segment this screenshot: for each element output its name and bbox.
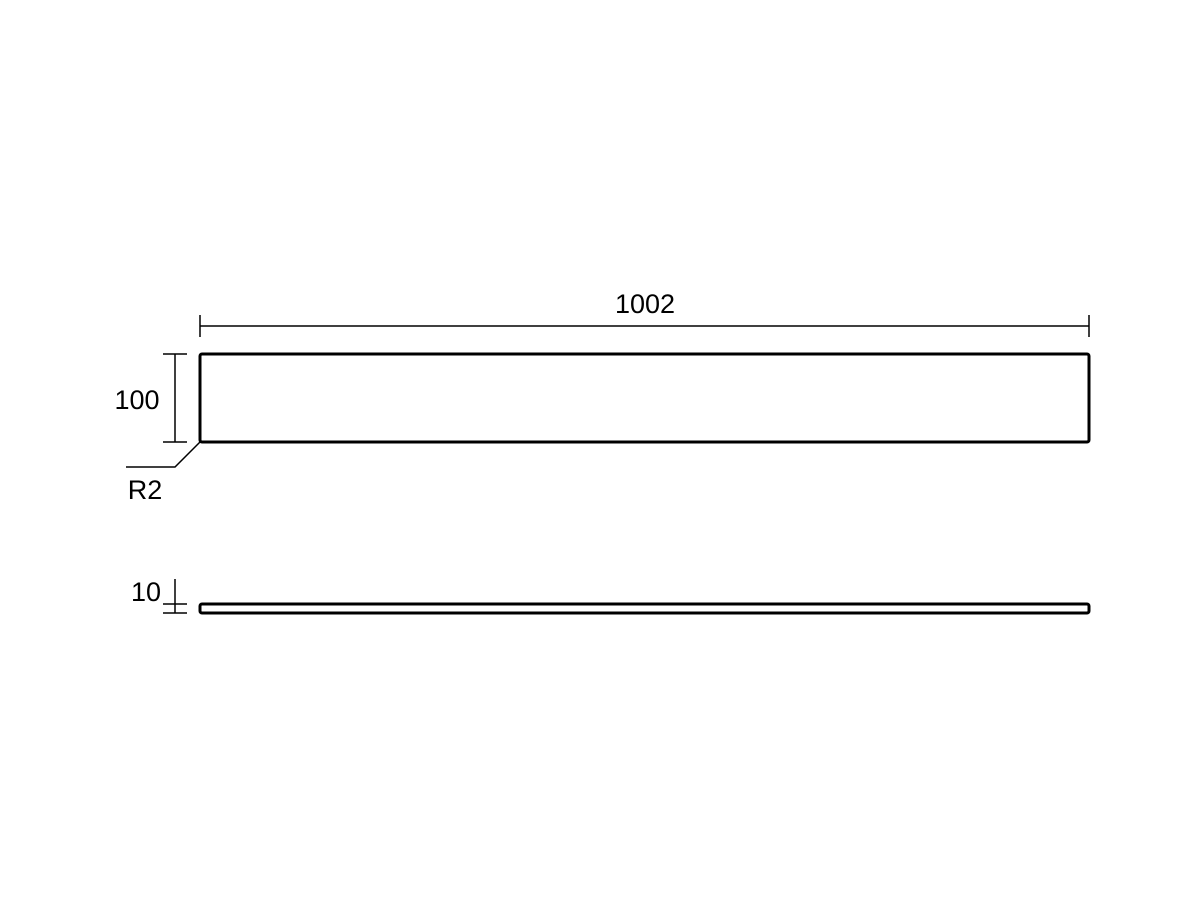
radius-callout: R2 [126,441,201,505]
top-view-panel [198,352,1091,444]
side-view-panel [198,602,1091,615]
thickness-dimension: 10 [131,577,187,614]
thickness-label: 10 [131,577,161,607]
radius-leader-line [126,441,201,468]
width-dimension: 100 [114,353,187,443]
length-dimension: 1002 [199,289,1090,337]
width-label: 100 [114,385,159,415]
length-label: 1002 [615,289,675,319]
radius-label: R2 [128,475,163,505]
